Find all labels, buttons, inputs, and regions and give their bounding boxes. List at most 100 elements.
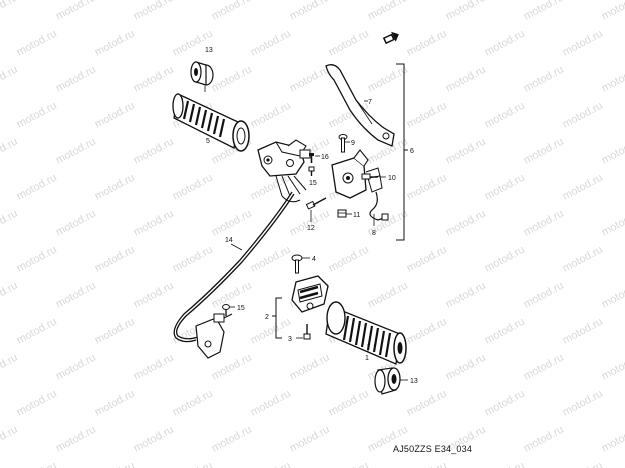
watermark-text: motod.ru: [210, 208, 254, 239]
callout-6: 6: [410, 148, 414, 155]
bolt-4: [291, 254, 303, 274]
watermark-text: motod.ru: [54, 280, 98, 311]
watermark-text: motod.ru: [54, 424, 98, 455]
clutch-lever: [325, 64, 395, 147]
watermark-text: motod.ru: [288, 424, 332, 455]
watermark-text: motod.ru: [366, 64, 410, 95]
watermark-text: motod.ru: [93, 28, 137, 59]
watermark-text: motod.ru: [522, 136, 566, 167]
watermark-text: motod.ru: [327, 28, 371, 59]
end-weight-bottom: [374, 367, 401, 395]
watermark-text: motod.ru: [249, 28, 293, 59]
throttle-cable: [173, 191, 295, 343]
watermark-text: motod.ru: [0, 280, 20, 311]
cable-adjuster: [195, 313, 233, 359]
watermark-text: motod.ru: [288, 0, 332, 23]
watermark-text: motod.ru: [210, 424, 254, 455]
watermark-text: motod.ru: [444, 64, 488, 95]
callout-16: 16: [321, 154, 329, 161]
watermark-text: motod.ru: [288, 352, 332, 383]
watermark-text: motod.ru: [93, 388, 137, 419]
screw-16: [309, 153, 314, 163]
watermark-text: motod.ru: [171, 172, 215, 203]
watermark-text: motod.ru: [54, 0, 98, 23]
watermark-text: motod.ru: [327, 460, 371, 468]
watermark-text: motod.ru: [249, 388, 293, 419]
right-handlebar-grip: [325, 301, 407, 365]
watermark-text: motod.ru: [210, 0, 254, 23]
watermark-text: motod.ru: [210, 64, 254, 95]
leader-line: [230, 243, 243, 251]
watermark-text: motod.ru: [561, 316, 605, 347]
watermark-text: motod.ru: [0, 424, 20, 455]
watermark-text: motod.ru: [132, 208, 176, 239]
watermark-text: motod.ru: [522, 424, 566, 455]
watermark-text: motod.ru: [522, 352, 566, 383]
watermark-text: motod.ru: [132, 64, 176, 95]
watermark-text: motod.ru: [93, 460, 137, 468]
watermark-text: motod.ru: [444, 352, 488, 383]
watermark-text: motod.ru: [405, 172, 449, 203]
callout-7: 7: [368, 99, 372, 106]
watermark-text: motod.ru: [249, 460, 293, 468]
watermark-text: motod.ru: [327, 244, 371, 275]
watermark-text: motod.ru: [15, 172, 59, 203]
screw-10: [361, 173, 378, 180]
watermark-text: motod.ru: [405, 388, 449, 419]
bolt-9: [338, 134, 348, 153]
end-weight-top: [190, 61, 214, 86]
watermark-text: motod.ru: [600, 0, 625, 23]
watermark-text: motod.ru: [444, 280, 488, 311]
callout-1: 1: [365, 355, 369, 362]
nut-11: [337, 209, 347, 218]
watermark-text: motod.ru: [600, 208, 625, 239]
watermark-text: motod.ru: [249, 244, 293, 275]
watermark-text: motod.ru: [54, 352, 98, 383]
callout-13-bottom: 13: [410, 378, 418, 385]
watermark-text: motod.ru: [132, 136, 176, 167]
callout-11: 11: [353, 212, 360, 219]
watermark-text: motod.ru: [0, 0, 20, 23]
callout-13-top: 13: [205, 47, 213, 54]
watermark-text: motod.ru: [15, 316, 59, 347]
callout-9: 9: [351, 140, 355, 147]
watermark-text: motod.ru: [483, 100, 527, 131]
watermark-text: motod.ru: [405, 460, 449, 468]
watermark-text: motod.ru: [132, 352, 176, 383]
screw-12: [305, 197, 327, 210]
watermark-text: motod.ru: [561, 100, 605, 131]
watermark-text: motod.ru: [522, 64, 566, 95]
watermark-text: motod.ru: [522, 280, 566, 311]
watermark-text: motod.ru: [171, 460, 215, 468]
watermark-text: motod.ru: [561, 28, 605, 59]
watermark-text: motod.ru: [405, 244, 449, 275]
watermark-text: motod.ru: [15, 100, 59, 131]
watermark-text: motod.ru: [0, 136, 20, 167]
watermark-text: motod.ru: [132, 0, 176, 23]
watermark-text: motod.ru: [561, 460, 605, 468]
watermark-text: motod.ru: [483, 388, 527, 419]
callout-8: 8: [372, 230, 376, 237]
watermark-text: motod.ru: [54, 208, 98, 239]
watermark-text: motod.ru: [483, 316, 527, 347]
watermark-text: motod.ru: [249, 316, 293, 347]
watermark-text: motod.ru: [561, 244, 605, 275]
watermark-text: motod.ru: [93, 100, 137, 131]
callout-10: 10: [388, 175, 396, 182]
watermark-text: motod.ru: [15, 28, 59, 59]
watermark-text: motod.ru: [366, 280, 410, 311]
watermark-text: motod.ru: [288, 208, 332, 239]
watermark-text: motod.ru: [0, 352, 20, 383]
throttle-housing: [291, 275, 329, 313]
watermark-text: motod.ru: [366, 0, 410, 23]
watermark-text: motod.ru: [561, 172, 605, 203]
clutch-lever-holder: [331, 149, 381, 199]
watermark-text: motod.ru: [93, 172, 137, 203]
callout-2: 2: [265, 314, 269, 321]
watermark-text: motod.ru: [405, 100, 449, 131]
callout-5: 5: [206, 138, 210, 145]
watermark-text: motod.ru: [483, 172, 527, 203]
watermark-text: motod.ru: [171, 28, 215, 59]
left-handlebar-grip: [172, 93, 250, 152]
left-switch-housing: [257, 139, 311, 203]
